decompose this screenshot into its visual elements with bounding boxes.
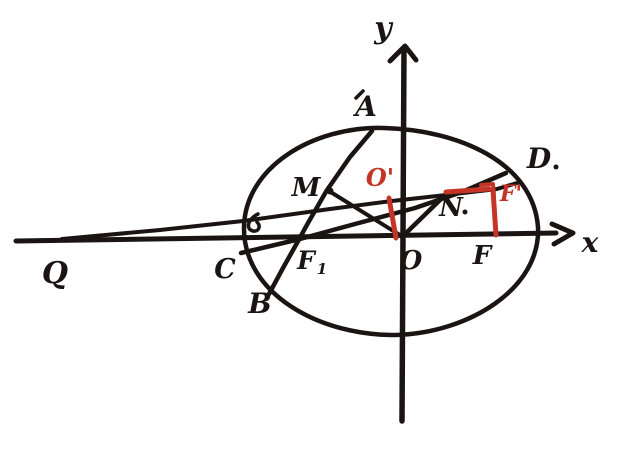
label-A: A <box>352 90 377 123</box>
red-overlay-on-QD <box>443 186 492 195</box>
y-axis-arrowhead <box>387 43 419 64</box>
label-B: B <box>247 287 272 320</box>
label-x: x <box>581 226 599 259</box>
dot-after-N <box>462 209 468 215</box>
x-axis <box>13 230 559 244</box>
label-F-prime: F' <box>499 181 522 207</box>
label-O: O <box>400 246 423 276</box>
label-F1: F <box>296 246 317 275</box>
label-C: C <box>214 254 236 285</box>
point-M <box>326 187 334 195</box>
label-F: F <box>472 241 493 271</box>
label-O-prime: O' <box>366 163 394 192</box>
label-y: y <box>373 11 394 46</box>
perp-foot-from-O <box>386 195 399 241</box>
label-F1-subscript: 1 <box>317 260 327 278</box>
segment-MO <box>327 189 405 239</box>
label-N: N <box>438 193 464 223</box>
segment-ON <box>399 196 444 240</box>
ellipse <box>241 125 541 338</box>
label-M: M <box>291 173 322 203</box>
dot-after-D <box>553 164 559 170</box>
right-angle-mark <box>479 182 496 199</box>
ellipse-pen-hook <box>246 212 261 233</box>
label-Q: Q <box>42 256 68 291</box>
label-D: D <box>526 142 552 175</box>
chord-AB <box>266 128 375 297</box>
x-axis-arrowhead <box>549 221 576 247</box>
label-A-accent <box>354 89 365 100</box>
